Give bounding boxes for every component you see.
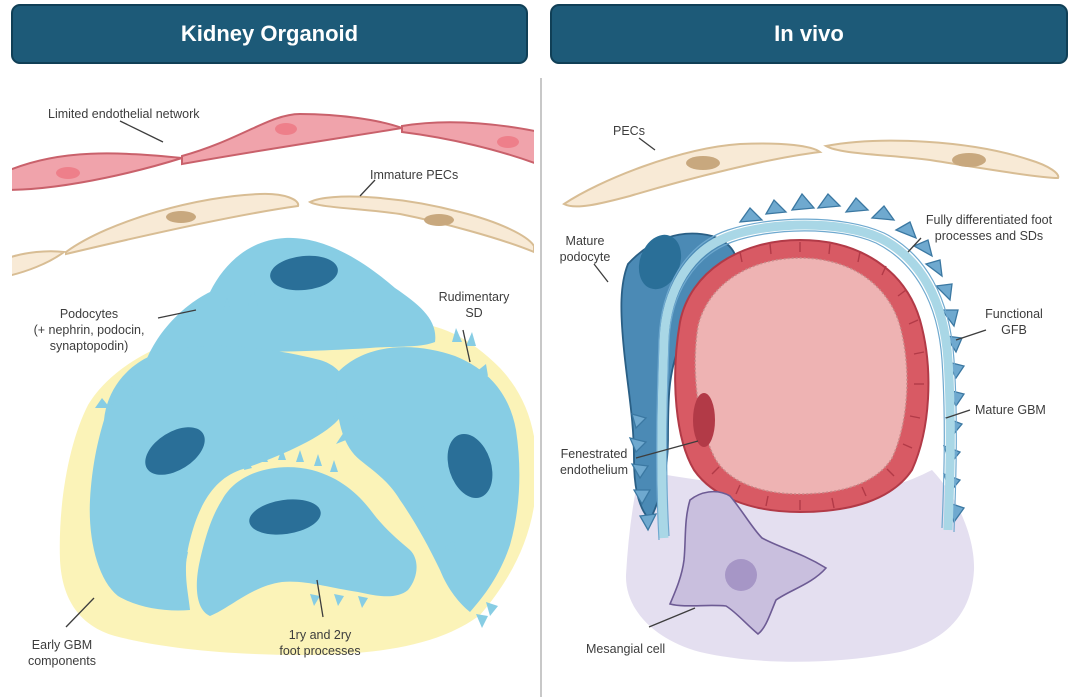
invivo-pec-nuclei: [686, 153, 986, 170]
invivo-pecs: [562, 139, 1060, 208]
endothelial-nucleus: [693, 393, 715, 447]
label-rudimentary-sd-line-1: Rudimentary: [439, 290, 511, 304]
mature-podocyte-nucleus: [638, 234, 682, 290]
label-early-gbm-line-2: components: [28, 654, 96, 668]
label-podocytes-line-2: (+ nephrin, podocin,: [34, 323, 145, 337]
endothelial-nuclei: [56, 123, 519, 179]
label-pecs: PECs: [613, 124, 645, 138]
mature-gbm: [657, 220, 955, 539]
invivo-leader-lines: [593, 137, 987, 628]
endothelial-cell-3: [401, 121, 534, 164]
label-fully-diff-line-1: Fully differentiated foot: [926, 213, 1053, 227]
podocyte-top: [140, 237, 436, 380]
label-fully-diff-line-2: processes and SDs: [935, 229, 1043, 243]
endothelial-fenestrations: [711, 242, 925, 510]
endothelial-cells: [12, 112, 534, 191]
endothelial-cell-1: [12, 152, 183, 191]
endothelial-cell-2: [181, 112, 406, 166]
label-foot-processes-line-2: foot processes: [279, 644, 360, 658]
label-mature-gbm: Mature GBM: [975, 403, 1046, 417]
label-mature-podocyte-line-1: Mature: [566, 234, 605, 248]
organoid-podocyte-nuclei: [145, 255, 493, 535]
podocyte-bottom: [196, 467, 417, 616]
immature-pecs: [12, 192, 534, 277]
pec-nuclei: [166, 211, 454, 226]
label-functional-gfb-line-2: GFB: [1001, 323, 1027, 337]
podocyte-right: [336, 347, 520, 612]
label-fenestrated-line-1: Fenestrated: [561, 447, 628, 461]
invivo-panel: [562, 137, 1060, 662]
label-podocytes-line-1: Podocytes: [60, 307, 118, 321]
organoid-labels: Limited endothelial network Immature PEC…: [28, 107, 510, 668]
label-fenestrated-line-2: endothelium: [560, 463, 628, 477]
header-in-vivo: In vivo: [550, 4, 1068, 64]
label-foot-processes-line-1: 1ry and 2ry: [289, 628, 352, 642]
label-mature-podocyte-line-2: podocyte: [560, 250, 611, 264]
label-functional-gfb-line-1: Functional: [985, 307, 1043, 321]
organoid-podocytes: [89, 237, 520, 616]
gbm-outline-outer: [656, 218, 957, 541]
invivo-labels: PECs Mature podocyte Fully differentiate…: [560, 124, 1053, 656]
capillary-lumen: [694, 257, 908, 495]
label-podocytes-line-3: synaptopodin): [50, 339, 129, 353]
label-immature-pecs: Immature PECs: [370, 168, 458, 182]
organoid-panel: [12, 112, 534, 655]
label-rudimentary-sd-line-2: SD: [465, 306, 482, 320]
label-early-gbm-line-1: Early GBM: [32, 638, 92, 652]
label-mesangial-cell: Mesangial cell: [586, 642, 665, 656]
mesangial-nucleus: [725, 559, 757, 591]
gbm-outline-inner: [666, 230, 945, 537]
organoid-leader-lines: [65, 120, 471, 628]
header-kidney-organoid: Kidney Organoid: [11, 4, 528, 64]
label-endothelial-network: Limited endothelial network: [48, 107, 200, 121]
organoid-foot-processes: [95, 286, 498, 628]
podocyte-left: [89, 345, 349, 611]
